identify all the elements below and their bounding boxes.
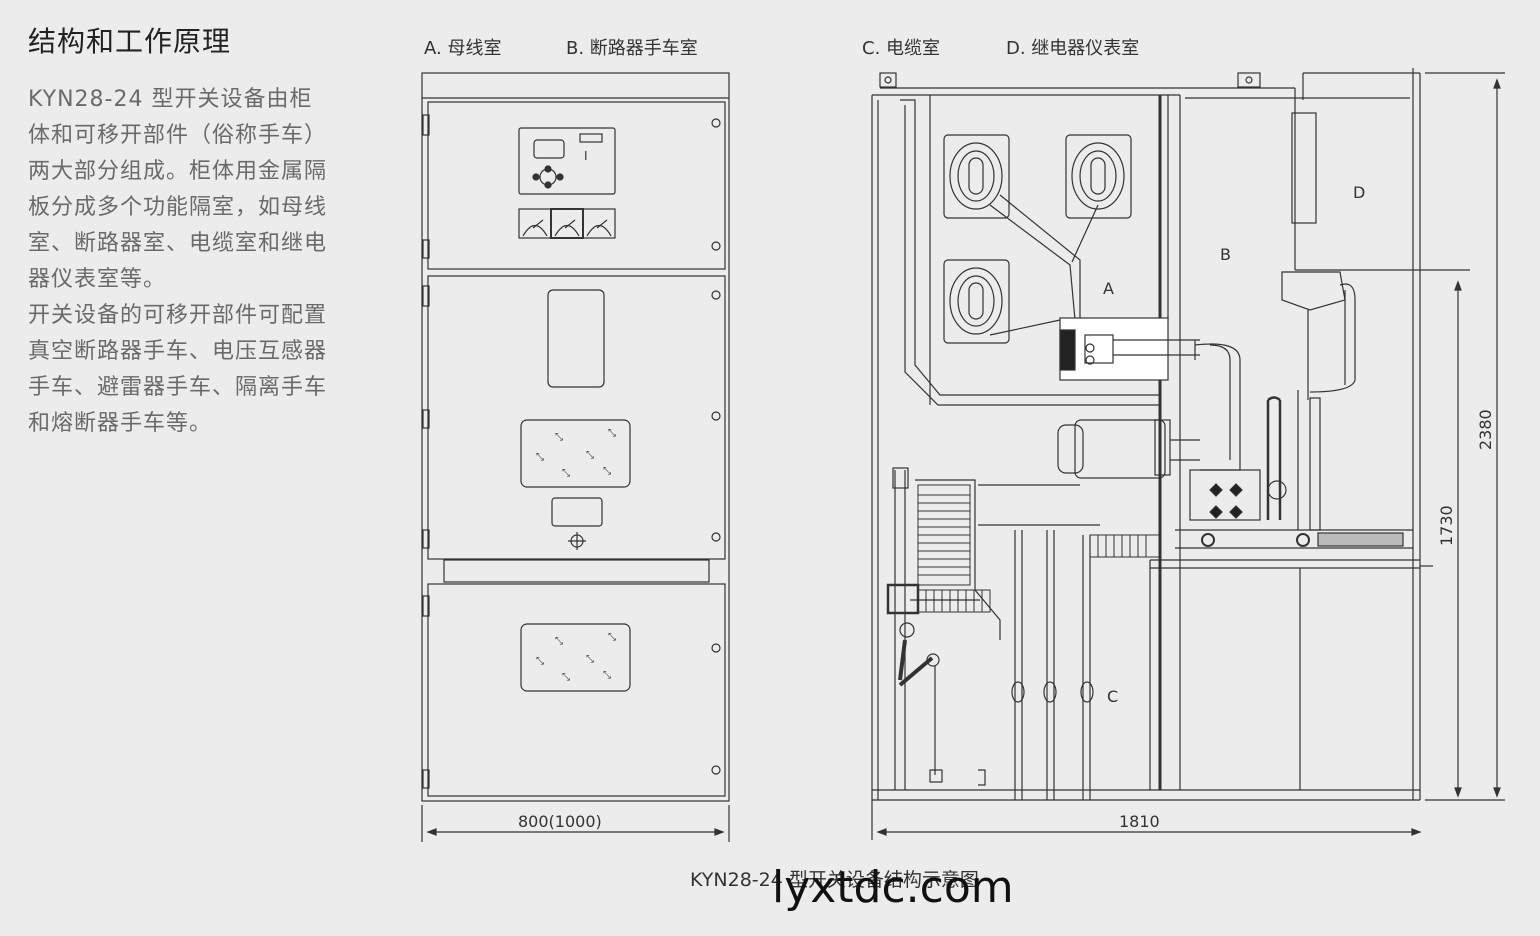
front-door-instrument: [427, 101, 726, 270]
vent-panel: [520, 623, 631, 692]
paragraph-line: 和熔断器手车等。: [28, 411, 213, 436]
paragraph-line: 手车、避雷器手车、隔离手车: [28, 375, 328, 400]
svg-text:⤡: ⤡: [608, 632, 616, 643]
paragraph-line: 板分成多个功能隔室，如母线: [28, 195, 328, 220]
paragraph-line: 器仪表室等。: [28, 267, 167, 292]
diagram-letter-d: D: [1353, 183, 1365, 202]
svg-text:⤡: ⤡: [586, 654, 594, 665]
svg-text:⤡: ⤡: [555, 636, 563, 647]
paragraph-line: 体和可移开部件（俗称手车）: [28, 123, 328, 148]
diagram-letter-b: B: [1220, 245, 1231, 264]
svg-text:⤡: ⤡: [562, 468, 570, 479]
paragraph-line: 真空断路器手车、电压互感器: [28, 339, 328, 364]
dimension-partial-height: 1730: [1437, 505, 1456, 546]
front-door-cable: [427, 583, 726, 797]
dimension-front-width: 800(1000): [518, 812, 602, 831]
meter-gauge: [582, 208, 616, 239]
label-breaker-compartment: B. 断路器手车室: [566, 38, 698, 59]
diagram-letter-c: C: [1107, 687, 1118, 706]
label-relay-compartment: D. 继电器仪表室: [1006, 38, 1140, 59]
svg-text:⤡: ⤡: [608, 428, 616, 439]
svg-text:⤡: ⤡: [555, 432, 563, 443]
vent-panel: [520, 419, 631, 488]
relay-panel: [518, 127, 616, 195]
paragraph-line: 室、断路器室、电缆室和继电: [28, 231, 328, 256]
inspection-window: [547, 289, 605, 388]
busbar-bushing: [943, 134, 1010, 219]
front-view: I ⤡ ⤡ ⤡ ⤡ ⤡ ⤡ ⤡ ⤡ ⤡ ⤡ ⤡ ⤡: [421, 72, 730, 842]
watermark: lyxtdc.com: [772, 862, 1014, 913]
dimension-total-height: 2380: [1476, 409, 1495, 450]
paragraph-line: 开关设备的可移开部件可配置: [28, 303, 328, 328]
svg-text:⤡: ⤡: [536, 452, 544, 463]
svg-text:⤡: ⤡: [536, 656, 544, 667]
svg-text:⤡: ⤡: [562, 672, 570, 683]
svg-text:⤡: ⤡: [603, 670, 611, 681]
paragraph-line: KYN28-24 型开关设备由柜: [28, 87, 313, 112]
busbar-bushing: [1065, 134, 1132, 219]
side-view: [871, 68, 1505, 840]
front-door-breaker: [427, 275, 726, 560]
dimension-side-depth: 1810: [1119, 812, 1160, 831]
label-cable-compartment: C. 电缆室: [862, 38, 941, 59]
svg-text:I: I: [584, 149, 588, 163]
label-busbar-compartment: A. 母线室: [424, 38, 502, 59]
paragraph-line: 两大部分组成。柜体用金属隔: [28, 159, 328, 184]
figure-caption: KYN28-24 型开关设备结构示意图: [690, 869, 979, 891]
section-title: 结构和工作原理: [28, 25, 232, 58]
busbar-bushing: [943, 259, 1010, 344]
diagram-letter-a: A: [1103, 279, 1114, 298]
svg-text:⤡: ⤡: [603, 466, 611, 477]
svg-text:⤡: ⤡: [586, 450, 594, 461]
